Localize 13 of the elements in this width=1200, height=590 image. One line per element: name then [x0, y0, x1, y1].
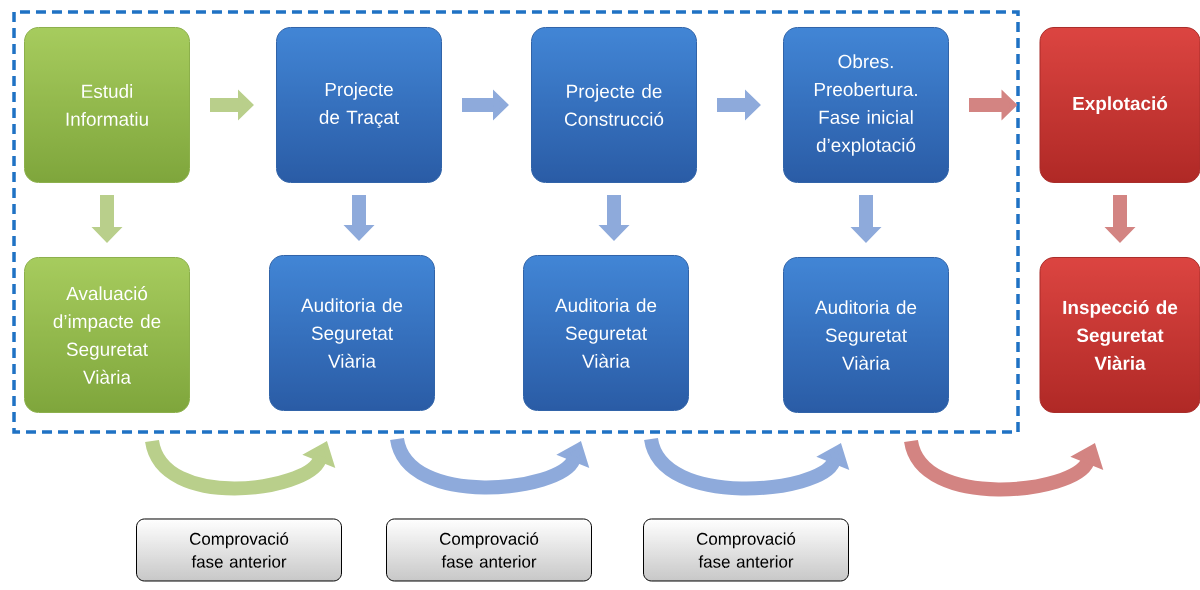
- process-box: Auditoria de Seguretat Viària: [783, 257, 949, 413]
- edge-label: Comprovació fase anterior: [386, 518, 592, 582]
- process-box: Projecte de Construcció: [531, 27, 697, 183]
- process-box: Auditoria de Seguretat Viària: [523, 255, 689, 411]
- process-box: Obres. Preobertura. Fase inicial d’explotació: [783, 27, 949, 183]
- edge-label: Comprovació fase anterior: [136, 518, 342, 582]
- process-box: Explotació: [1039, 27, 1200, 183]
- process-box: Inspecció de Seguretat Viària: [1039, 257, 1200, 413]
- process-box: Auditoria de Seguretat Viària: [269, 255, 435, 411]
- process-box: Avaluació d’impacte de Seguretat Viària: [24, 257, 190, 413]
- edge-label: Comprovació fase anterior: [643, 518, 849, 582]
- process-box: Estudi Informatiu: [24, 27, 190, 183]
- process-box: Projecte de Traçat: [276, 27, 442, 183]
